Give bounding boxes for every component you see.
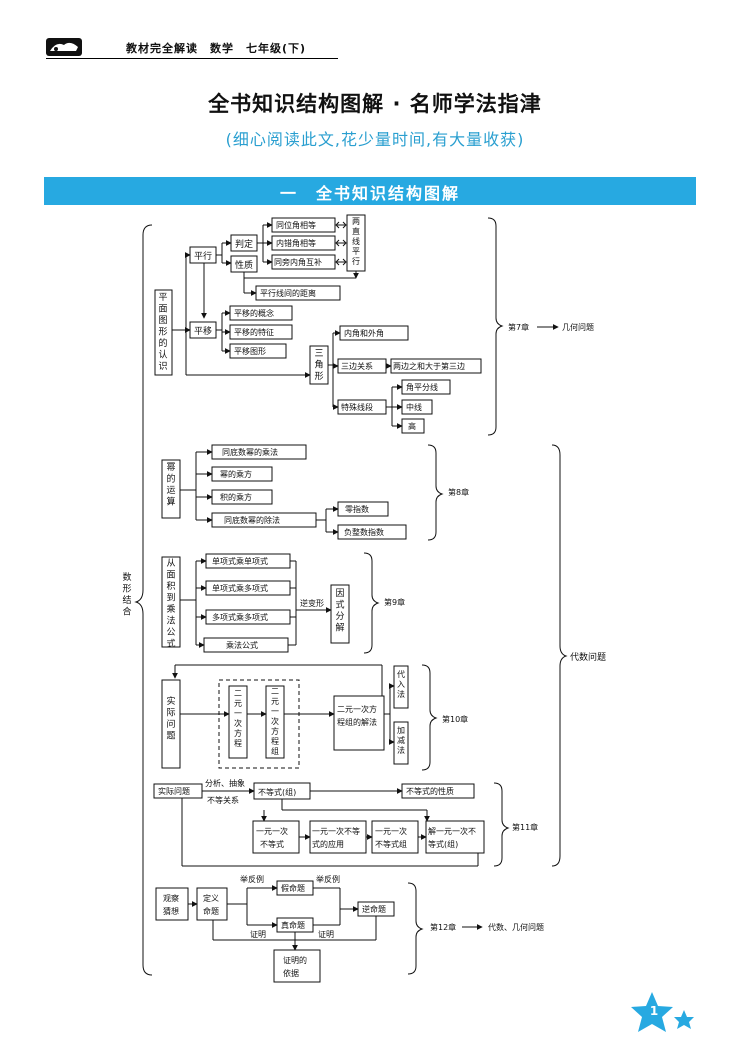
s6-observe-1: 猜想 bbox=[163, 906, 179, 916]
s6-basis-1: 依据 bbox=[283, 968, 299, 978]
s3-factor: 因式分解 bbox=[335, 588, 344, 634]
s5-nature: 不等式的性质 bbox=[406, 786, 454, 796]
s4-solution-line-0: 二元一次方 bbox=[337, 704, 377, 714]
s1-side-rule: 两边之和大于第三边 bbox=[393, 361, 465, 371]
s2-item-2: 积的乘方 bbox=[220, 492, 252, 502]
s5-chapter: 第11章 bbox=[512, 822, 538, 832]
page-subtitle: (细心阅读此文,花少量时间,有大量收获) bbox=[225, 130, 525, 149]
s1-corr: 同位角相等 bbox=[276, 220, 316, 230]
s1-translation: 平移 bbox=[194, 325, 212, 337]
s1-topic: 几何问题 bbox=[562, 322, 594, 332]
s2-root: 幂的运算 bbox=[166, 462, 175, 508]
s1-median: 中线 bbox=[406, 402, 422, 412]
s5-one-0: 一元一次 bbox=[256, 826, 288, 836]
brace-s2 bbox=[427, 444, 444, 541]
s3-item-0: 单项式乘单项式 bbox=[212, 556, 268, 566]
s6-counter2: 举反例 bbox=[316, 874, 340, 884]
s1-property: 性质 bbox=[235, 259, 253, 271]
s4-eq: 二元一次方程 bbox=[234, 689, 242, 748]
brace-s1 bbox=[487, 217, 504, 436]
s3-chapter: 第9章 bbox=[384, 597, 405, 607]
s5-apply-1: 式的应用 bbox=[312, 839, 344, 849]
s1-trans-figure: 平移图形 bbox=[234, 346, 266, 356]
s2-item-1: 幂的乘方 bbox=[220, 469, 252, 479]
s2-negative: 负整数指数 bbox=[344, 527, 384, 537]
s5-solve-1: 等式(组) bbox=[428, 839, 458, 849]
s6-basis-0: 证明的 bbox=[283, 955, 307, 965]
s5-ineq: 不等式(组) bbox=[258, 787, 296, 797]
header-text: 教材完全解读 数学 七年级(下) bbox=[126, 42, 307, 55]
s2-chapter: 第8章 bbox=[448, 487, 469, 497]
s1-parallel: 平行 bbox=[194, 250, 212, 262]
s1-triangle: 三角形 bbox=[314, 349, 323, 382]
s1-lines-parallel: 两直线平行 bbox=[352, 217, 360, 266]
s3-reverse: 逆变形 bbox=[300, 598, 324, 608]
s1-alt: 内错角相等 bbox=[276, 238, 316, 248]
s5-relation: 不等关系 bbox=[207, 795, 239, 805]
s6-converse: 逆命题 bbox=[362, 904, 386, 914]
brace-s5 bbox=[493, 782, 510, 867]
s1-distance: 平行线间的距离 bbox=[260, 288, 316, 298]
s1-side-relation: 三边关系 bbox=[341, 361, 373, 371]
page-number: 1 bbox=[649, 1004, 659, 1018]
s4-root: 实际问题 bbox=[166, 695, 175, 742]
right-brace bbox=[551, 444, 568, 867]
s6-prove1: 证明 bbox=[250, 930, 266, 939]
s1-root: 平面图形的认识 bbox=[158, 292, 167, 372]
s1-interior: 同旁内角互补 bbox=[274, 257, 322, 267]
s3-item-3: 乘法公式 bbox=[226, 640, 258, 650]
page-title: 全书知识结构图解 · 名师学法指津 bbox=[208, 92, 542, 116]
s1-trans-concept: 平移的概念 bbox=[234, 308, 274, 318]
s1-height: 高 bbox=[408, 421, 416, 431]
s5-solve-0: 解一元一次不 bbox=[428, 826, 476, 836]
s1-bisector: 角平分线 bbox=[406, 382, 438, 392]
banner-text: 一 全书知识结构图解 bbox=[279, 184, 460, 203]
s2-zero: 零指数 bbox=[345, 504, 369, 514]
left-brace bbox=[134, 224, 153, 976]
s4-solution-line-1: 程组的解法 bbox=[337, 717, 377, 727]
s3-item-1: 单项式乘多项式 bbox=[212, 583, 268, 593]
s1-chapter: 第7章 bbox=[508, 322, 529, 332]
s1-trans-feature: 平移的特征 bbox=[234, 327, 274, 337]
page-header: 教材完全解读 数学 七年级(下) bbox=[46, 38, 338, 60]
s5-analyze: 分析、抽象 bbox=[205, 778, 245, 788]
s6-observe-0: 观察 bbox=[163, 893, 179, 903]
brace-s3 bbox=[363, 552, 380, 654]
s6-false: 假命题 bbox=[281, 883, 305, 893]
section-banner: 一 全书知识结构图解 bbox=[44, 177, 696, 205]
s1-judge: 判定 bbox=[235, 238, 253, 250]
brace-s4 bbox=[421, 664, 438, 771]
double-arrow-icons bbox=[335, 221, 347, 266]
s5-real: 实际问题 bbox=[158, 786, 190, 796]
s4-system: 二元一次方程组 bbox=[271, 687, 279, 756]
s6-chapter: 第12章 bbox=[430, 922, 456, 932]
left-label: 数形结合 bbox=[122, 571, 131, 618]
s4-chapter: 第10章 bbox=[442, 714, 468, 724]
book-logo-icon bbox=[46, 38, 82, 56]
s6-define-1: 命题 bbox=[203, 906, 219, 916]
s5-apply-0: 一元一次不等 bbox=[312, 826, 360, 836]
s4-sub: 代入法 bbox=[397, 669, 405, 699]
s6-define-0: 定义 bbox=[203, 893, 219, 903]
s1-special-seg: 特殊线段 bbox=[341, 402, 373, 412]
s4-add: 加减法 bbox=[397, 725, 405, 755]
s6-prove2: 证明 bbox=[318, 930, 334, 939]
page-number-star-icon bbox=[631, 992, 694, 1032]
s6-counter1: 举反例 bbox=[240, 874, 264, 884]
s3-root: 从面积到乘法公式 bbox=[166, 558, 175, 650]
s5-one-1: 不等式 bbox=[260, 839, 284, 849]
s5-system-0: 一元一次 bbox=[375, 826, 407, 836]
s3-item-2: 多项式乘多项式 bbox=[212, 612, 268, 622]
header-rule bbox=[46, 58, 338, 59]
right-label: 代数问题 bbox=[570, 651, 606, 663]
s5-system-1: 不等式组 bbox=[375, 839, 407, 849]
s2-item-0: 同底数幂的乘法 bbox=[222, 447, 278, 457]
s6-topic: 代数、几何问题 bbox=[488, 922, 544, 932]
s1-inner-outer: 内角和外角 bbox=[344, 328, 384, 338]
s2-item-3: 同底数幂的除法 bbox=[224, 515, 280, 525]
brace-s6 bbox=[407, 882, 424, 975]
s6-true: 真命题 bbox=[281, 920, 305, 930]
